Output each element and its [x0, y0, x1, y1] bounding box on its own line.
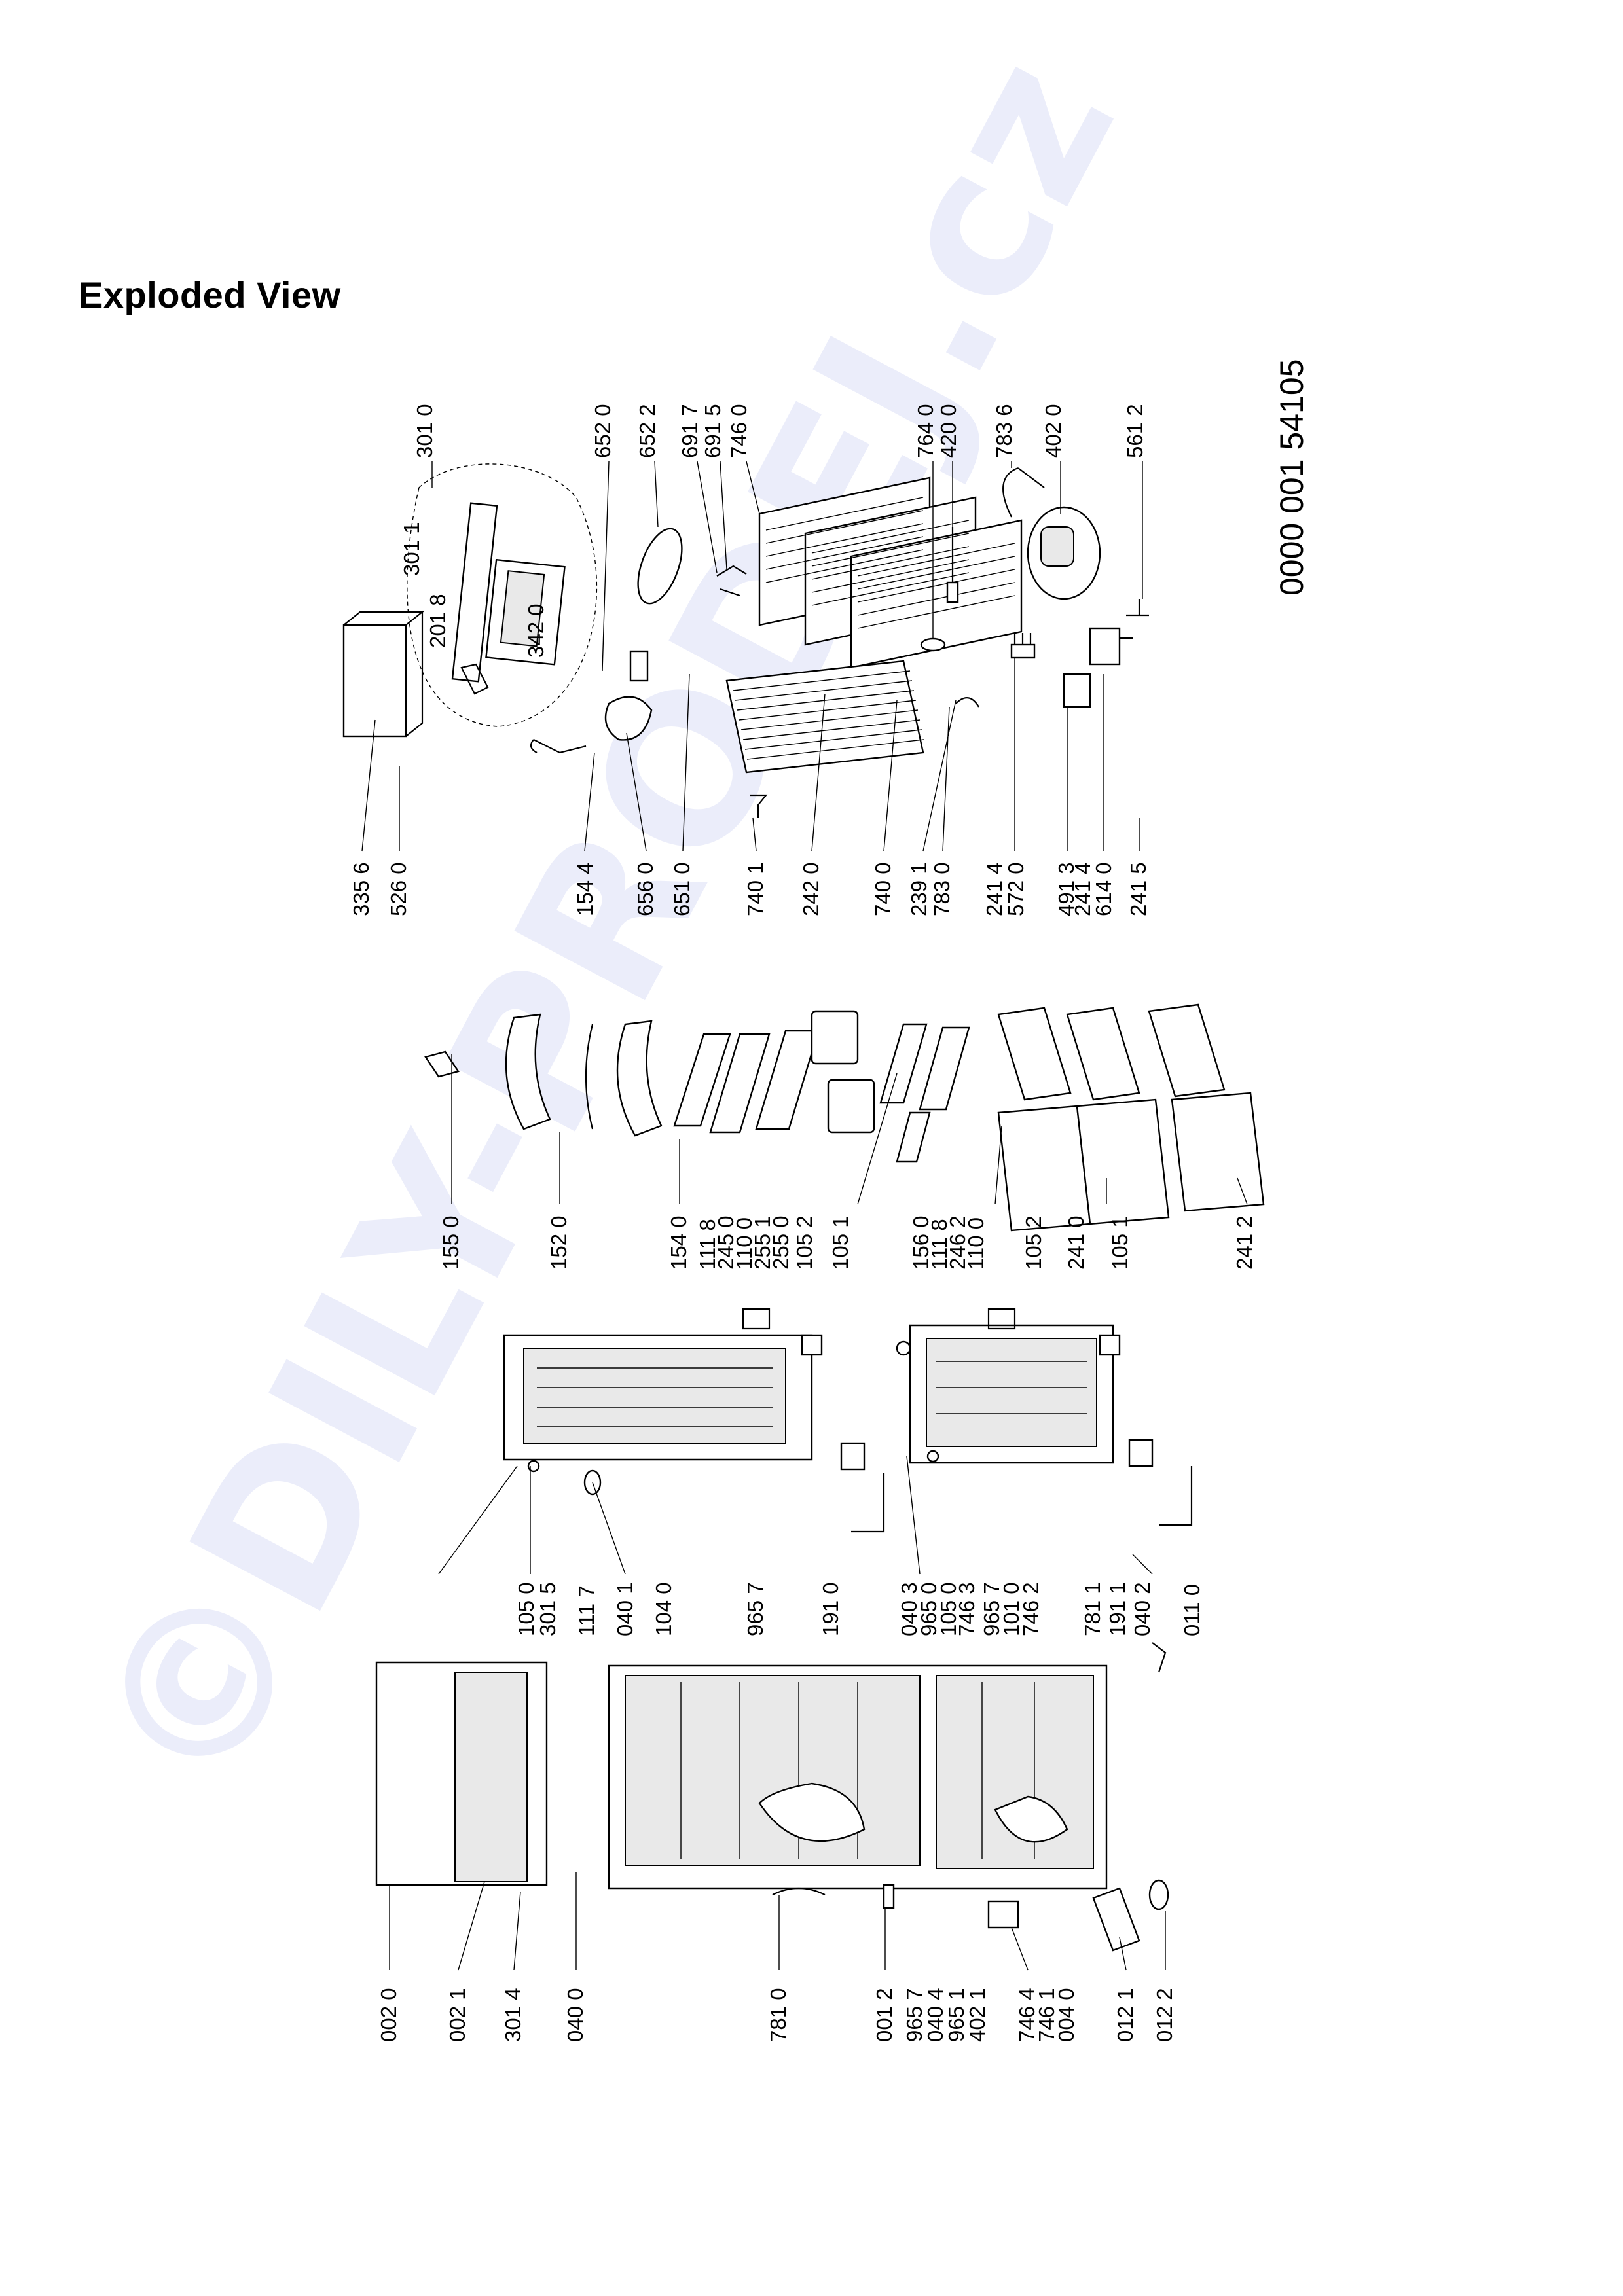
part-label: 239 1: [907, 862, 931, 916]
part-label: 746 4: [1015, 1988, 1039, 2042]
part-label: 156 0: [909, 1215, 933, 1270]
part-labels-bottom: 002 0 002 1 301 4 040 0 781 0 001 2 965 …: [376, 1988, 1176, 2042]
part-label: 241 4: [1070, 862, 1095, 916]
part-labels-kit: 301 1 201 8 342 0: [399, 522, 548, 658]
doors-group: [503, 1308, 1193, 1533]
part-label: 001 2: [872, 1988, 896, 2042]
control-kit-group: [342, 463, 598, 738]
part-label: 110 0: [732, 1217, 756, 1270]
part-label: 191 0: [818, 1582, 843, 1636]
part-label: 002 0: [376, 1988, 401, 2042]
part-label: 402 1: [965, 1988, 989, 2042]
part-labels-top: 301 0 652 0 652 2 691 7 691 5 746 0 764 …: [412, 404, 1147, 458]
part-labels-middle: 155 0 152 0 154 0 111 8 245 0 110 0 255 …: [439, 1215, 1256, 1270]
part-label: 965 7: [743, 1582, 767, 1636]
part-label: 154 4: [573, 862, 597, 916]
part-label: 105 0: [936, 1582, 960, 1636]
part-label: 155 0: [439, 1215, 463, 1270]
part-label: 245 0: [714, 1215, 738, 1270]
part-label: 201 8: [426, 594, 450, 648]
part-label: 246 2: [945, 1215, 970, 1270]
part-label: 241 0: [1064, 1215, 1088, 1270]
part-label: 335 6: [349, 862, 373, 916]
part-label: 781 0: [766, 1988, 790, 2042]
part-label: 746 2: [1019, 1582, 1043, 1636]
part-label: 040 2: [1130, 1582, 1154, 1636]
part-label: 111 8: [927, 1219, 951, 1270]
part-label: 105 1: [828, 1215, 852, 1270]
part-label: 614 0: [1091, 862, 1116, 916]
part-label: 255 0: [769, 1215, 793, 1270]
part-label: 105 2: [792, 1215, 816, 1270]
part-label: 965 7: [979, 1582, 1004, 1636]
part-label: 111 7: [574, 1585, 598, 1636]
part-label: 301 4: [501, 1988, 525, 2042]
part-label: 746 3: [955, 1582, 979, 1636]
part-label: 740 1: [743, 862, 767, 916]
part-label: 152 0: [547, 1215, 571, 1270]
part-label: 561 2: [1123, 404, 1147, 458]
part-label: 105 0: [514, 1582, 538, 1636]
cabinet-group: [375, 1642, 1169, 1952]
part-labels-lower: 105 0 301 5 111 7 040 1 104 0 965 7 191 …: [514, 1582, 1204, 1636]
part-label: 572 0: [1004, 862, 1028, 916]
part-label: 491 3: [1054, 862, 1078, 916]
part-label: 420 0: [936, 404, 960, 458]
part-label: 402 0: [1041, 404, 1065, 458]
part-label: 746 1: [1034, 1988, 1059, 2042]
part-label: 012 2: [1152, 1988, 1176, 2042]
part-label: 111 8: [695, 1219, 720, 1270]
part-label: 241 4: [982, 862, 1006, 916]
part-label: 301 5: [536, 1582, 560, 1636]
part-label: 105 2: [1021, 1215, 1046, 1270]
part-label: 012 1: [1113, 1988, 1137, 2042]
part-labels-upper: 335 6 526 0 154 4 656 0 651 0 740 1 242 …: [349, 862, 1150, 916]
part-label: 154 0: [666, 1215, 691, 1270]
middle-parts-group: [424, 1003, 1265, 1232]
part-label: 191 1: [1105, 1582, 1129, 1636]
part-label: 241 5: [1126, 862, 1150, 916]
part-label: 011 0: [1180, 1584, 1204, 1636]
part-label: 040 3: [897, 1582, 921, 1636]
part-label: 651 0: [670, 862, 694, 916]
part-label: 105 1: [1108, 1215, 1132, 1270]
part-label: 255 1: [750, 1215, 775, 1270]
part-label: 040 1: [613, 1582, 637, 1636]
page-title: Exploded View: [79, 274, 341, 315]
part-label: 691 5: [701, 404, 725, 458]
part-label: 652 2: [635, 404, 659, 458]
part-label: 110 0: [964, 1217, 988, 1270]
part-label: 301 1: [399, 522, 424, 576]
part-label: 965 1: [944, 1988, 968, 2042]
part-label: 104 0: [651, 1582, 676, 1636]
part-label: 740 0: [871, 862, 895, 916]
leader-lines-group: [361, 461, 1248, 1971]
part-label: 965 0: [917, 1582, 941, 1636]
part-label: 002 1: [445, 1988, 469, 2042]
part-label: 242 0: [799, 862, 823, 916]
part-label: 301 0: [412, 404, 437, 458]
part-label: 342 0: [524, 603, 548, 658]
part-label: 965 7: [902, 1988, 926, 2042]
part-label: 764 0: [913, 404, 938, 458]
part-label: 040 4: [923, 1988, 947, 2042]
part-label: 004 0: [1054, 1988, 1078, 2042]
part-label: 101 0: [999, 1582, 1023, 1636]
part-label: 652 0: [591, 404, 615, 458]
part-label: 783 0: [930, 862, 954, 916]
part-label: 783 6: [992, 404, 1016, 458]
part-label: 241 2: [1232, 1215, 1256, 1270]
part-label: 526 0: [386, 862, 410, 916]
part-label: 040 0: [563, 1988, 587, 2042]
part-label: 691 7: [678, 404, 702, 458]
document-code: 0000 001 54105: [1273, 359, 1310, 596]
copyright-watermark: ©DILY-PRODEJ.cz: [50, 22, 1161, 1829]
part-label: 781 1: [1080, 1582, 1104, 1636]
part-label: 746 0: [727, 404, 751, 458]
part-label: 656 0: [633, 862, 657, 916]
